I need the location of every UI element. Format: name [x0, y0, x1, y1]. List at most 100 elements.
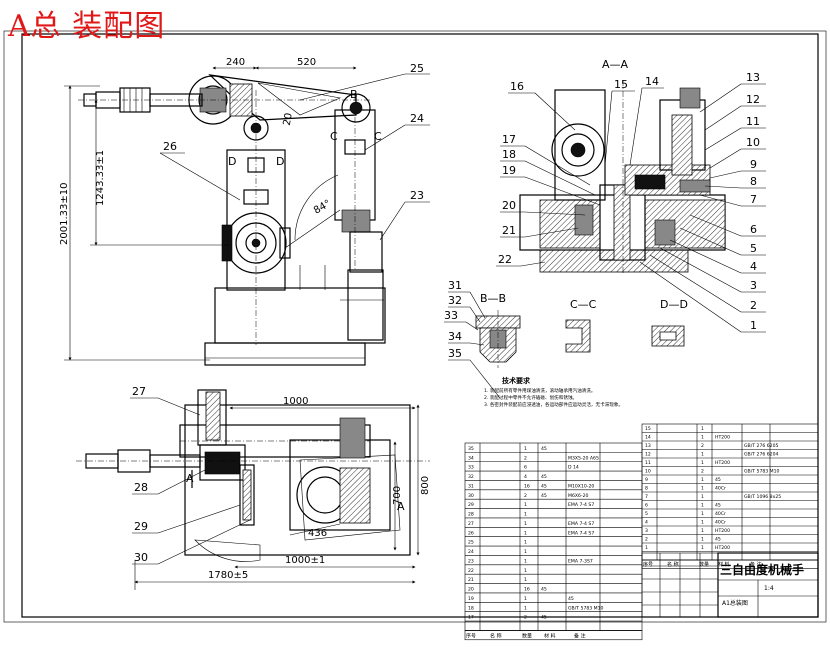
part-qty: 1 [524, 605, 527, 611]
part-number: 15 [645, 426, 651, 432]
part-material: 40Cr [715, 486, 726, 492]
header-note: 备 注 [750, 561, 762, 568]
part-number: 3 [645, 528, 648, 534]
balloon-24: 24 [410, 112, 424, 125]
technical-notes: 技术要求 1. 装配前所有零件用煤油清洗，滚动轴承用汽油清洗。 2. 装配过程中… [484, 376, 623, 408]
section-mark-a-right: A [397, 500, 405, 513]
part-note: EMA 7-4 S7 [568, 521, 594, 527]
balloon-33: 33 [444, 309, 458, 322]
table-header-row: 序号名 称数量材 料备 注 [464, 630, 643, 641]
notes-line-1: 1. 装配前所有零件用煤油清洗，滚动轴承用汽油清洗。 [484, 387, 596, 394]
part-note: GB/T 276 6205 [744, 443, 779, 449]
balloon-20: 20 [502, 199, 516, 212]
dim-1000-top: 1000 [283, 396, 308, 407]
balloon-5: 5 [750, 242, 757, 255]
part-number: 21 [468, 577, 474, 583]
balloon-3: 3 [750, 279, 757, 292]
dim-240: 240 [226, 57, 245, 68]
part-qty: 1 [524, 568, 527, 574]
part-note: EMA 7-3S7 [568, 558, 593, 564]
part-qty: 1 [701, 435, 704, 441]
title-block: 三自由度机械手 A1总装图 1:4 [641, 552, 819, 618]
notes-line-2: 2. 装配过程中零件不允许磕碰、划伤和锈蚀。 [484, 394, 577, 401]
part-number: 5 [645, 511, 648, 517]
part-number: 25 [468, 540, 474, 546]
table-row: 21 1 [468, 577, 527, 583]
part-number: 8 [645, 486, 648, 492]
dim-436: 436 [308, 528, 327, 539]
header-note: 备 注 [574, 632, 586, 639]
part-number: 1 [645, 545, 648, 551]
part-qty: 1 [524, 596, 527, 602]
part-qty: 1 [524, 530, 527, 536]
balloon-25: 25 [410, 62, 424, 75]
part-number: 22 [468, 568, 474, 574]
top-dimensions: 1000 1000±1 1780±5 700 800 436 A A [134, 396, 431, 590]
part-number: 6 [645, 503, 648, 509]
part-qty: 1 [524, 558, 527, 564]
dim-700: 700 [392, 486, 403, 505]
part-number: 18 [468, 605, 474, 611]
part-number: 17 [468, 615, 474, 621]
part-material: HT200 [715, 545, 730, 551]
part-note: M10X10-20 [568, 483, 594, 489]
part-qty: 1 [524, 577, 527, 583]
table-row: 23 1 EMA 7-3S7 [468, 558, 593, 564]
dim-2001: 2001.33±10 [59, 183, 70, 245]
part-material: 45 [715, 477, 721, 483]
balloon-15: 15 [614, 78, 628, 91]
section-dd-label: D—D [660, 298, 688, 311]
part-qty: 2 [524, 455, 527, 461]
main-view [78, 74, 386, 366]
part-material: 45 [715, 503, 721, 509]
balloon-6: 6 [750, 223, 757, 236]
part-number: 34 [468, 455, 474, 461]
part-qty: 16 [524, 483, 530, 489]
part-number: 30 [468, 493, 474, 499]
balloon-1: 1 [750, 319, 757, 332]
part-number: 12 [645, 452, 651, 458]
part-number: 13 [645, 443, 651, 449]
part-qty: 1 [701, 426, 704, 432]
part-note: GB/T 1096 8x25 [744, 494, 781, 500]
part-qty: 2 [524, 615, 527, 621]
header-no: 序号 [643, 561, 653, 568]
balloon-34: 34 [448, 330, 462, 343]
part-material: 45 [541, 493, 547, 499]
part-number: 28 [468, 512, 474, 518]
part-number: 23 [468, 558, 474, 564]
balloon-23: 23 [410, 189, 424, 202]
part-number: 4 [645, 520, 648, 526]
section-aa-view: A—A [519, 58, 726, 275]
main-balloons: 25 24 26 23 [159, 62, 430, 241]
title-block-name: 三自由度机械手 [720, 562, 804, 577]
part-number: 33 [468, 465, 474, 471]
header-material: 材 料 [544, 632, 556, 639]
part-qty: 6 [524, 465, 527, 471]
balloon-26: 26 [163, 140, 177, 153]
dim-1780: 1780±5 [208, 570, 248, 581]
section-bb-label: B—B [480, 292, 506, 305]
header-qty: 数量 [522, 632, 532, 639]
part-qty: 1 [701, 528, 704, 534]
header-name: 名 称 [490, 632, 502, 639]
part-note: EMA 7-4 S7 [568, 502, 594, 508]
part-qty: 4 [524, 474, 527, 480]
part-material: 45 [541, 615, 547, 621]
part-note: EMA 7-4 S7 [568, 530, 594, 536]
